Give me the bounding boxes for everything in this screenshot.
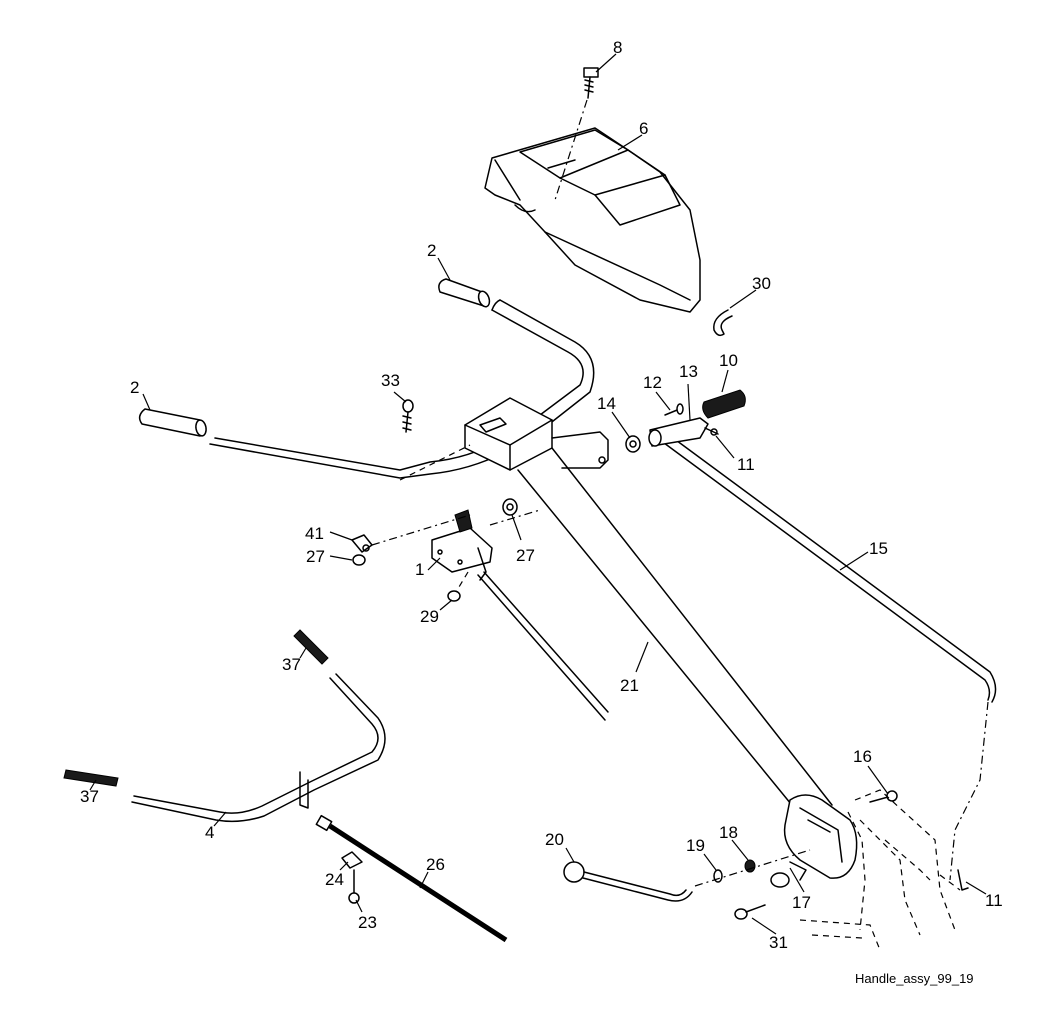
- callout-labels: 8 6 2 30 2 33 12 13 10 14 11 41 27 27 1 …: [80, 38, 1003, 952]
- grip-37-left: [63, 769, 119, 787]
- clamp-41: [351, 534, 373, 553]
- callout-27-right: 27: [516, 546, 535, 565]
- callout-37-left: 37: [80, 787, 99, 806]
- callout-13: 13: [679, 362, 698, 381]
- bolt-23: [348, 869, 360, 904]
- grip-2-upper: [438, 278, 491, 308]
- bolt-33: [402, 399, 414, 433]
- grip-2-left: [138, 408, 207, 437]
- diagram-caption: Handle_assy_99_19: [855, 971, 974, 986]
- bolt-16: [869, 790, 898, 803]
- clip-30: [713, 309, 733, 337]
- callout-14: 14: [597, 394, 616, 413]
- screw-8: [583, 67, 599, 99]
- pin-12: [664, 403, 684, 416]
- callout-1: 1: [415, 560, 424, 579]
- callout-11-upper: 11: [737, 455, 755, 474]
- callout-24: 24: [325, 870, 344, 889]
- callout-17: 17: [792, 893, 811, 912]
- callout-23: 23: [358, 913, 377, 932]
- callout-41: 41: [305, 524, 324, 543]
- callout-11-lower: 11: [985, 891, 1003, 910]
- callout-21: 21: [620, 676, 639, 695]
- nut-29: [447, 590, 461, 602]
- callout-27-left: 27: [306, 547, 325, 566]
- pin-11-upper: [704, 427, 719, 436]
- pivot-13: [648, 417, 709, 447]
- callout-15: 15: [869, 539, 888, 558]
- nut-27-right: [502, 498, 518, 516]
- grip-37-upper: [293, 629, 329, 665]
- lever-20: [563, 861, 693, 902]
- callout-20: 20: [545, 830, 564, 849]
- callout-18: 18: [719, 823, 738, 842]
- callout-8: 8: [613, 38, 622, 57]
- callout-2-left: 2: [130, 378, 139, 397]
- callout-10: 10: [719, 351, 738, 370]
- bushing-17: [770, 861, 807, 888]
- nut-27-left: [352, 554, 366, 566]
- callout-leaders: [89, 53, 987, 935]
- bail-4: [131, 673, 386, 823]
- rod-15: [659, 431, 997, 703]
- shroud-cover: [484, 127, 701, 313]
- bracket-1: [431, 509, 493, 581]
- callout-33: 33: [381, 371, 400, 390]
- callout-19: 19: [686, 836, 705, 855]
- bolt-31: [734, 904, 766, 920]
- callout-16: 16: [853, 747, 872, 766]
- grip-10: [702, 389, 746, 419]
- pin-11-lower: [957, 869, 969, 891]
- callout-31: 31: [769, 933, 788, 952]
- handle-tube-21: [464, 397, 858, 879]
- control-rod: [477, 574, 606, 721]
- callout-2-upper: 2: [427, 241, 436, 260]
- callout-12: 12: [643, 373, 662, 392]
- cable-26: [315, 814, 508, 943]
- spacer-14: [625, 435, 641, 453]
- clip-24: [341, 851, 363, 869]
- callout-4: 4: [205, 823, 214, 842]
- callout-37-upper: 37: [282, 655, 301, 674]
- callout-29: 29: [420, 607, 439, 626]
- tiller-frame-outline: [799, 789, 961, 951]
- callout-26: 26: [426, 855, 445, 874]
- nut-18: [744, 859, 756, 873]
- callout-30: 30: [752, 274, 771, 293]
- callout-6: 6: [639, 119, 648, 138]
